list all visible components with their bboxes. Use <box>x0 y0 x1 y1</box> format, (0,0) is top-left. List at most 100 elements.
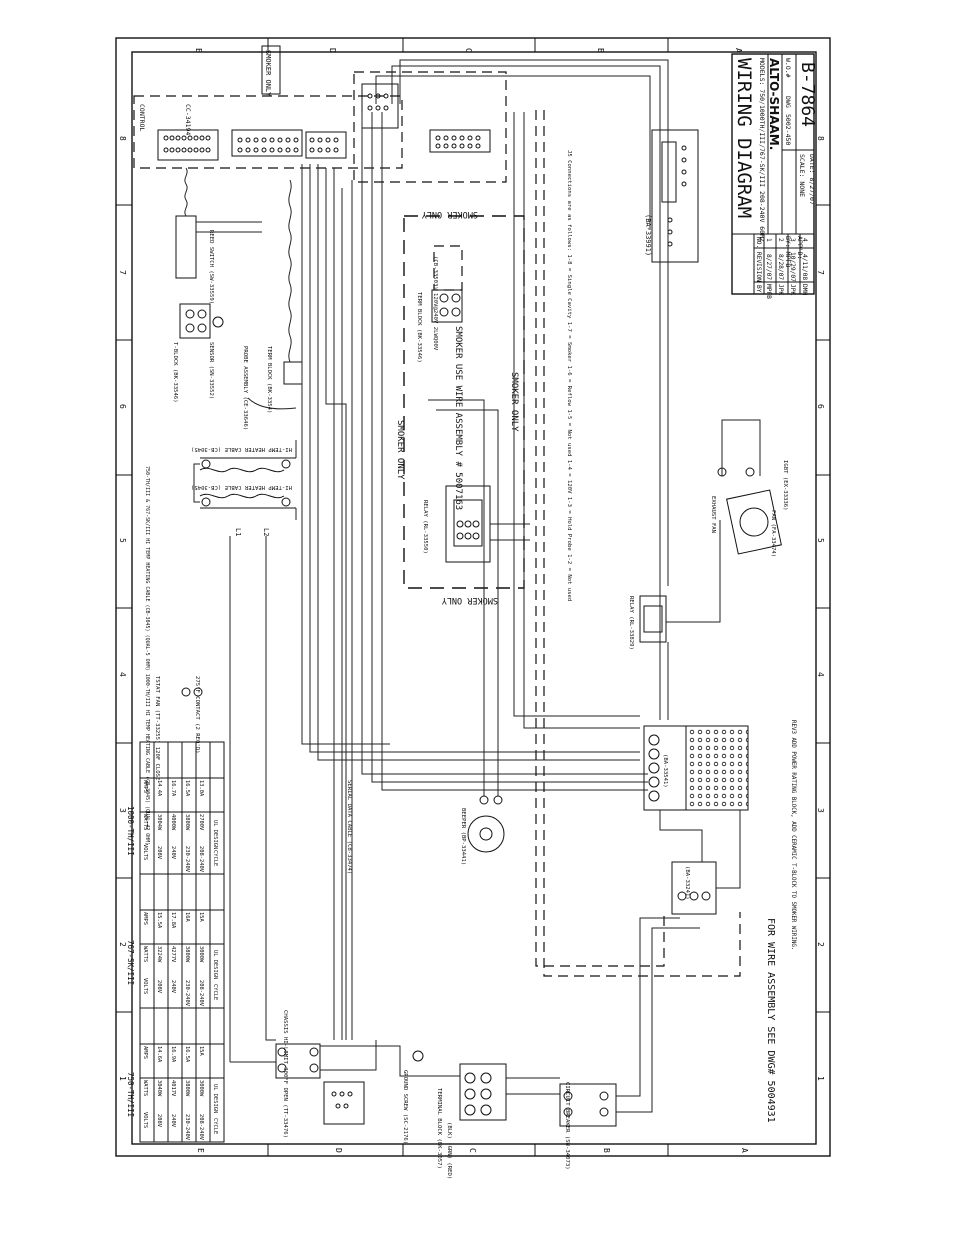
rev-row-1-no: 1 <box>765 238 772 242</box>
table-767-model: 767-SK/III <box>126 940 135 985</box>
t-block: T-BLOCK (BK-33546) SENSOR (SN-33552) <box>172 303 224 403</box>
probe-assembly-label: PROBE ASSEMBLY (CE-33646) <box>242 346 248 430</box>
heater-cable-note: 750-TH/III & 767-SK/III HI TEMP HEATING … <box>144 466 150 845</box>
rev-row-3-date: 10/29/07 <box>789 252 796 282</box>
wo-label: W.O.# <box>784 58 792 78</box>
smoker-wire-assembly-label: SMOKER USE WIRE ASSEMBLY # 5007163 <box>453 326 463 510</box>
zone-number-4-left: 4 <box>118 672 127 677</box>
table-767-header-watts: WATTS <box>142 946 148 962</box>
table-767-ul: UL DESIGN <box>212 950 218 979</box>
io-board <box>353 71 507 183</box>
power-board-label: (BA-33541) <box>662 754 668 788</box>
ba-33991-board <box>651 129 699 263</box>
sensor-label: SENSOR (SN-33552) <box>208 342 214 399</box>
rev-row-2-no: 2 <box>777 238 784 242</box>
zone-letter-e-top: E <box>194 48 203 53</box>
table-767-r3-amps: 16A <box>184 912 190 922</box>
probe-assembly: PROBE ASSEMBLY (CE-33646) TERM BLOCK (BK… <box>242 179 303 430</box>
serial-data-cable-label: SERIAL DATA CABLE (CB-33474) <box>346 780 352 874</box>
control-connector-left <box>163 135 211 153</box>
table-1000-header-volts: VOLTS <box>142 844 148 860</box>
table-1000-r1-volts: 208V <box>156 846 162 860</box>
term-block-smoker-label: TERM BLOCK (BK-33546) <box>416 292 422 363</box>
smoker-only-top-label: SMOKER ONLY <box>422 209 478 219</box>
power-tables: 1000-TH/III VOLTS WATTS AMPS 208V 3004W … <box>126 741 225 1143</box>
zone-number-5-left: 5 <box>118 538 127 543</box>
smoker-element-label: (CB-33503) 120V@240V 2LWQ00V <box>432 256 438 351</box>
table-767-r4-amps: 15A <box>198 912 204 922</box>
control-part-number: CC-34194 <box>184 104 192 135</box>
zone-letter-d-top: D <box>328 48 337 53</box>
zone-letter-a-top: A <box>734 48 743 53</box>
smoker-only-bottom-label: SMOKER ONLY <box>442 595 498 605</box>
table-750-r3-amps: 16.5A <box>184 1046 190 1063</box>
zone-number-7-left: 7 <box>118 270 127 275</box>
revision-note: REV3 ADD POWER RATING BLOCK, ADD CERAMIC… <box>790 720 796 950</box>
terminal-block-label: TERMINAL BLOCK (BK-3057) <box>436 1088 442 1169</box>
rev-header-revision: REVISION <box>755 252 762 282</box>
table-750-r1-volts: 208V <box>156 1114 162 1128</box>
zone-letter-d-bottom: D <box>334 1148 343 1153</box>
brand-logo: ALTO-SHAAM. <box>767 58 781 150</box>
table-767-r1-watts: 3224W <box>156 946 162 963</box>
relay-main-label: RELAY (RL-33829) <box>628 596 634 650</box>
zone-number-3-left: 3 <box>118 808 127 813</box>
l1-label: L1 <box>234 528 242 536</box>
table-1000-r2-amps: 16.7A <box>170 780 176 797</box>
table-1000-r4-amps: 13.0A <box>198 780 204 797</box>
zone-number-1-left: 1 <box>118 1076 127 1081</box>
circuit-breaker: CIRCUIT BREAKER (SW-34073) <box>559 1082 617 1170</box>
smoker-only-control-tag: SMOKER ONLY <box>264 50 272 97</box>
rev-header-by: BY <box>755 285 762 293</box>
dsub-connector <box>323 1081 365 1125</box>
table-1000-r3-watts: 3800W <box>184 814 190 831</box>
table-767-r4-volts: 208-240V <box>198 980 204 1007</box>
heater-cable-1-label: HI-TEMP HEATER CABLE (CB-3045) <box>191 446 292 452</box>
rev-header-no: NO. <box>755 237 762 248</box>
wire-assembly-note: FOR WIRE ASSEMBLY SEE DWG# 5004931 <box>765 918 776 1123</box>
chassis-hi-limit: CHASSIS HI-LIMIT 300°F OPEN (TT-33476) <box>275 1010 321 1138</box>
table-750-r3-volts: 230-240V <box>184 1114 190 1141</box>
table-1000-model: 1000-TH/III <box>126 806 135 856</box>
tstat-note: 275°F CONTACT (2 REQ'D) <box>194 676 200 753</box>
wiring-runs <box>193 59 761 1113</box>
table-750-r2-watts: 4017V <box>170 1080 176 1097</box>
zone-number-2-left: 2 <box>118 942 127 947</box>
table-1000-header-amps: AMPS <box>142 780 148 793</box>
l2-label: L2 <box>262 528 270 536</box>
table-1000-r4-volts: 208-240V <box>198 846 204 873</box>
reed-switch-label: REED SWITCH (SW-33559) <box>208 230 214 304</box>
models-line: MODELS: 750/1000TH/III/767-SK/III 208-24… <box>758 58 766 242</box>
reed-switch: REED SWITCH (SW-33559) <box>175 167 262 304</box>
circuit-breaker-label: CIRCUIT BREAKER (SW-34073) <box>564 1082 570 1170</box>
exhaust-fan-label: EXHAUST FAN <box>710 496 716 533</box>
table-1000-r1-watts: 3004W <box>156 814 162 831</box>
zone-number-4-right: 4 <box>816 672 825 677</box>
table-750-header-watts: WATTS <box>142 1080 148 1096</box>
fan-assembly: FAN (FA-33474) EXHAUST FAN IGBT (EX-3333… <box>710 460 788 557</box>
drawing-frame <box>115 37 831 1157</box>
table-767-header-volts: VOLTS <box>142 978 148 994</box>
zone-letter-a-bottom: A <box>740 1148 749 1153</box>
zone-letter-b-top: B <box>596 48 605 53</box>
terminal-block: TERMINAL BLOCK (BK-3057) (BLK) (GRN) (RE… <box>436 1063 507 1179</box>
table-1000-r4-watts: 2700V <box>198 814 204 831</box>
table-767-cycle: CYCLE <box>212 984 218 1000</box>
table-1000-r3-volts: 230-240V <box>184 846 190 873</box>
beeper: BEEPER (BP-33441) <box>460 795 505 865</box>
date-field: DATE: 8/27/07 <box>808 154 816 205</box>
table-1000-r3-amps: 16.5A <box>184 780 190 797</box>
zone-number-8-left: 8 <box>118 136 127 141</box>
heater-cables: HI-TEMP HEATER CABLE (CB-3045) HI-TEMP H… <box>144 446 296 845</box>
zone-number-7-right: 7 <box>816 270 825 275</box>
zone-letter-c-top: C <box>464 48 473 53</box>
zone-letters: E D C B A E D C B A <box>194 48 749 1153</box>
zone-letter-c-bottom: C <box>468 1148 477 1153</box>
wire-colors-label: (BLK) (GRN) (RED) <box>446 1122 452 1179</box>
table-767-r3-watts: 3800W <box>184 946 190 963</box>
table-767-r1-amps: 15.5A <box>156 912 162 929</box>
j5-connection-note: J5 Connections are as follows: 1-8 = Sin… <box>566 150 572 601</box>
zone-number-5-right: 5 <box>816 538 825 543</box>
table-767-r2-volts: 240V <box>170 980 176 994</box>
